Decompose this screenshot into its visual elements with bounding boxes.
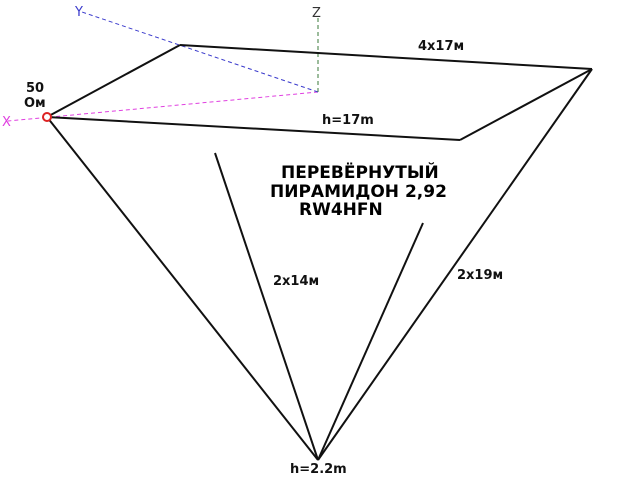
z-axis-label: Z [312,6,321,21]
title-line-1: ПЕРЕВЁРНУТЫЙ [281,161,439,183]
top-edge-back-left [46,44,181,118]
title-line-3: RW4HFN [299,200,383,220]
label-outer-wires: 2x19м [457,268,503,283]
coordinate-axes: X Y Z [2,5,321,130]
top-edge-front [46,116,461,141]
pyramid-wires [46,68,593,461]
x-axis-label: X [2,115,11,130]
label-height-top: h=17m [322,113,374,128]
inner-wire-right [317,222,424,461]
top-edge-right [459,68,593,141]
outer-wire-left [46,116,319,461]
x-axis [7,91,319,122]
label-impedance-value: 50 [26,81,44,96]
top-edge-back [179,44,593,70]
title-line-2: ПИРАМИДОН 2,92 [270,182,447,202]
label-inner-wires: 2x14м [273,274,319,289]
y-axis-label: Y [74,5,83,20]
top-square [46,44,593,141]
label-impedance-unit: Ом [24,96,46,111]
outer-wire-right [317,68,593,461]
feed-point-icon [42,112,52,122]
label-height-bottom: h=2.2m [290,462,347,477]
inner-wire-left [214,152,319,461]
label-top-side: 4x17м [418,39,464,54]
